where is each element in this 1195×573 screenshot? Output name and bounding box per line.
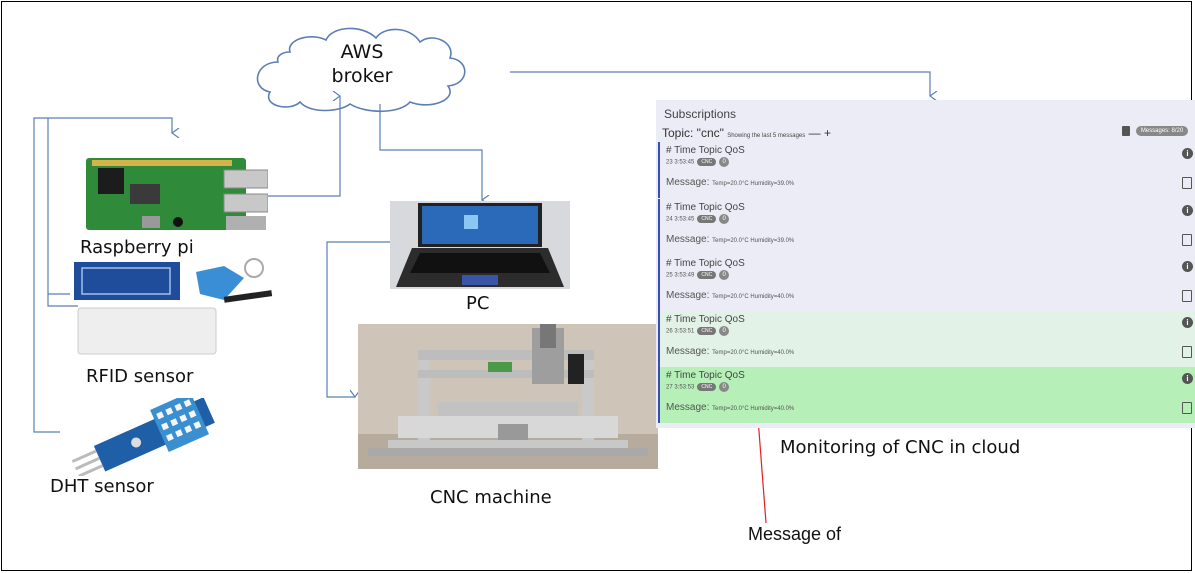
zoom-controls[interactable]: — + bbox=[808, 126, 831, 140]
showing-text: Showing the last 5 messages bbox=[727, 133, 806, 139]
trash-icon[interactable] bbox=[1122, 126, 1130, 136]
message-payload: Temp=20.0°C Humidity=40.0% bbox=[712, 350, 795, 356]
sensor-bus-inner bbox=[47, 118, 78, 307]
row-header: # Time Topic QoS bbox=[666, 258, 745, 269]
info-icon[interactable]: i bbox=[1182, 373, 1193, 384]
info-icon[interactable]: i bbox=[1182, 205, 1193, 216]
topic-pill: CNC bbox=[697, 215, 717, 223]
copy-icon[interactable] bbox=[1182, 402, 1192, 414]
qos-badge: 0 bbox=[719, 157, 730, 167]
monitoring-label: Monitoring of CNC in cloud bbox=[780, 437, 1021, 458]
pc-to-cnc-line bbox=[326, 241, 390, 397]
pc-label: PC bbox=[466, 293, 490, 314]
pc-laptop-image bbox=[390, 201, 570, 289]
rfid-sensor-label: RFID sensor bbox=[86, 366, 194, 387]
copy-icon[interactable] bbox=[1182, 234, 1192, 246]
row-header: # Time Topic QoS bbox=[666, 370, 745, 381]
messages-badge: Messages: 8/20 bbox=[1136, 126, 1188, 136]
topic-pill: CNC bbox=[697, 158, 717, 166]
message-payload: Temp=20.0°C Humidity=39.0% bbox=[712, 238, 795, 244]
sensor-bus-outer bbox=[33, 117, 172, 433]
rfid-sensor-image bbox=[74, 258, 273, 355]
message-payload: Temp=20.0°C Humidity=39.0% bbox=[712, 181, 795, 187]
qos-badge: 0 bbox=[719, 382, 730, 392]
row-header: # Time Topic QoS bbox=[666, 202, 745, 213]
aws-cloud-shape bbox=[256, 27, 466, 113]
raspberry-pi-label: Raspberry pi bbox=[80, 237, 194, 258]
info-icon[interactable]: i bbox=[1182, 317, 1193, 328]
aws-broker-label: AWS broker bbox=[331, 41, 393, 87]
topic-name: Topic: "cnc" bbox=[662, 126, 724, 140]
message-of-label: Message of bbox=[748, 524, 842, 544]
row-message: Message: Temp=20.0°C Humidity=40.0% bbox=[666, 346, 795, 357]
cloud-to-cloud-monitor-line bbox=[510, 71, 930, 96]
qos-badge: 0 bbox=[719, 270, 730, 280]
copy-icon[interactable] bbox=[1182, 290, 1192, 302]
panel-title: Subscriptions bbox=[664, 107, 737, 121]
topic-pill: CNC bbox=[697, 271, 717, 279]
row-header: # Time Topic QoS bbox=[666, 145, 745, 156]
row-header: # Time Topic QoS bbox=[666, 314, 745, 325]
qos-badge: 0 bbox=[719, 214, 730, 224]
raspberry-to-cloud-line bbox=[268, 96, 340, 197]
message-payload: Temp=20.0°C Humidity=40.0% bbox=[712, 406, 795, 412]
row-message: Message: Temp=20.0°C Humidity=40.0% bbox=[666, 402, 795, 413]
message-payload: Temp=20.0°C Humidity=40.0% bbox=[712, 294, 795, 300]
info-icon[interactable]: i bbox=[1182, 261, 1193, 272]
raspberry-pi-image bbox=[86, 158, 268, 230]
copy-icon[interactable] bbox=[1182, 346, 1192, 358]
row-message: Message: Temp=20.0°C Humidity=40.0% bbox=[666, 290, 795, 301]
cnc-machine-image bbox=[358, 324, 658, 469]
row-message: Message: Temp=20.0°C Humidity=39.0% bbox=[666, 177, 795, 188]
dht-sensor-image bbox=[71, 398, 215, 476]
qos-badge: 0 bbox=[719, 326, 730, 336]
mqtt-subscriptions-panel: Subscriptions Topic: "cnc" Showing the l… bbox=[656, 100, 1195, 428]
row-message: Message: Temp=20.0°C Humidity=39.0% bbox=[666, 234, 795, 245]
copy-icon[interactable] bbox=[1182, 177, 1192, 189]
cloud-to-pc-line bbox=[379, 104, 482, 200]
cnc-machine-label: CNC machine bbox=[430, 487, 552, 508]
topic-pill: CNC bbox=[697, 327, 717, 335]
info-icon[interactable]: i bbox=[1182, 148, 1193, 159]
topic-pill: CNC bbox=[697, 383, 717, 391]
topic-line: Topic: "cnc" Showing the last 5 messages… bbox=[662, 126, 831, 140]
dht-sensor-label: DHT sensor bbox=[50, 476, 154, 497]
